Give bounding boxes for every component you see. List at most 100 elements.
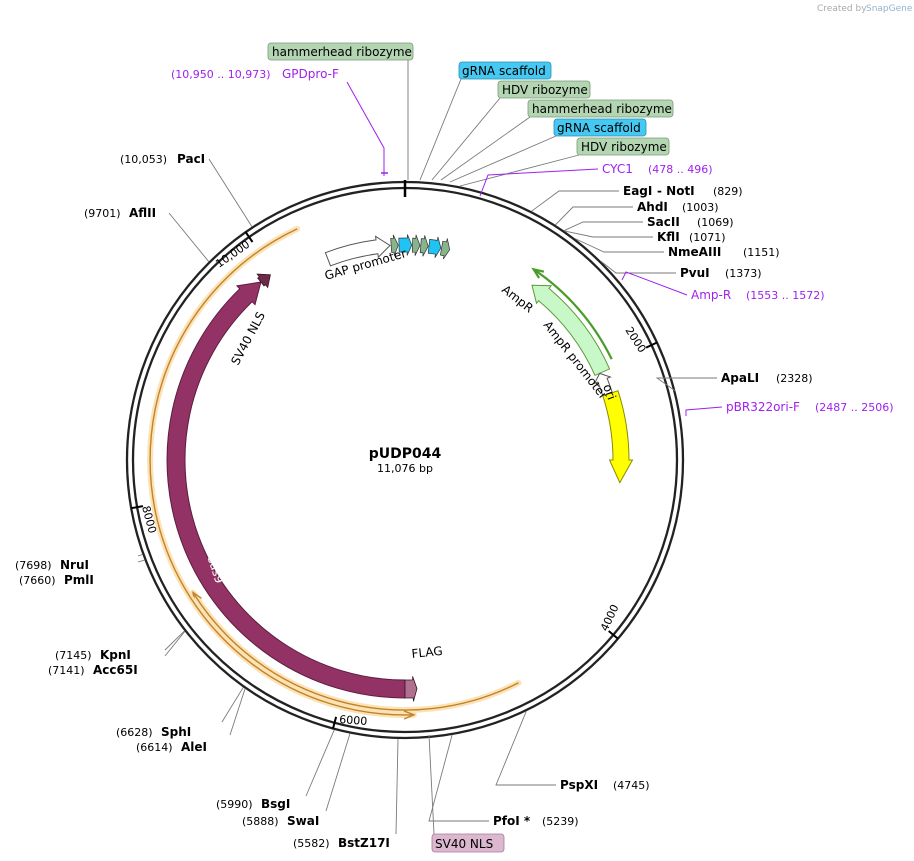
connector-paci xyxy=(208,158,253,227)
enzyme-position: (2328) xyxy=(776,372,813,385)
enzyme-sacii[interactable]: SacII (1069) xyxy=(647,215,734,229)
ampr-arrow xyxy=(531,284,611,377)
credit-brand: SnapGene xyxy=(866,4,913,14)
orf-arc-left-head xyxy=(403,710,416,720)
connector-primer-amp-r xyxy=(621,271,688,296)
enzyme-name: AleI xyxy=(181,740,207,754)
primer-name: pBR322ori-F xyxy=(726,400,800,414)
primer-position: (1553 .. 1572) xyxy=(746,289,825,302)
enzyme-position: (1373) xyxy=(725,267,762,280)
scale-ticks xyxy=(131,231,658,729)
enzyme-bsgi[interactable]: (5990) BsgI xyxy=(216,797,290,811)
connector-aflii xyxy=(168,212,210,262)
enzyme-position: (7145) xyxy=(55,649,92,662)
connector-nmeaiii xyxy=(574,237,664,253)
enzyme-name: KpnI xyxy=(100,648,131,662)
enzyme-pvui[interactable]: PvuI (1373) xyxy=(680,266,762,280)
primer-cyc1[interactable]: CYC1 (478 .. 496) xyxy=(602,162,713,176)
connector-sacii xyxy=(563,221,643,232)
enzyme-kpni[interactable]: (7145) KpnI xyxy=(55,648,131,662)
enzyme-apali[interactable]: ApaLI (2328) xyxy=(721,371,813,385)
feature-label-ori: ori xyxy=(600,382,618,401)
orf-arc-left xyxy=(149,228,414,716)
label-connectors xyxy=(137,60,723,835)
connector-ahdi xyxy=(554,206,633,226)
grna-scaffold-arrow-1 xyxy=(398,234,413,256)
primer-position: (10,950 .. 10,973) xyxy=(171,68,271,81)
enzyme-name: PfoI * xyxy=(493,814,531,828)
enzyme-ahdi[interactable]: AhdI (1003) xyxy=(637,200,719,214)
enzyme-name: Acc65I xyxy=(93,663,138,677)
enzyme-position: (1069) xyxy=(697,216,734,229)
connector-primer-gpdpro-f xyxy=(346,81,385,176)
enzyme-position: (5582) xyxy=(293,837,330,850)
label-box-text: hammerhead ribozyme xyxy=(272,45,412,59)
connector-label-box-2 xyxy=(431,97,501,181)
ampr-orf-arc-head xyxy=(531,267,545,279)
connector-label-box-3 xyxy=(440,116,531,181)
enzyme-position: (7660) xyxy=(19,574,56,587)
label-box-text: HDV ribozyme xyxy=(581,140,667,154)
hammerhead-arrow-2 xyxy=(419,235,429,257)
enzyme-position: (4745) xyxy=(613,779,650,792)
enzyme-alei[interactable]: (6614) AleI xyxy=(136,740,207,754)
enzyme-swai[interactable]: (5888) SwaI xyxy=(242,814,319,828)
label-box-sv40-nls[interactable]: SV40 NLS xyxy=(431,833,505,853)
enzyme-name: ApaLI xyxy=(721,371,759,385)
enzyme-name: AflII xyxy=(129,206,156,220)
enzyme-position: (829) xyxy=(713,185,743,198)
enzyme-aflii[interactable]: (9701) AflII xyxy=(84,206,156,220)
label-box-text: gRNA scaffold xyxy=(557,121,641,135)
enzyme-kfli[interactable]: KflI (1071) xyxy=(657,230,726,244)
enzyme-acc65i[interactable]: (7141) Acc65I xyxy=(48,663,138,677)
enzyme-position: (6614) xyxy=(136,741,173,754)
enzyme-pfoi[interactable]: PfoI * (5239) xyxy=(493,814,579,828)
enzyme-bstz17i[interactable]: (5582) BstZ17I xyxy=(293,836,390,850)
enzyme-position: (1003) xyxy=(682,201,719,214)
enzyme-name: AhdI xyxy=(637,200,668,214)
hammerhead-arrow-1 xyxy=(390,234,399,256)
plasmid-name: pUDP044 xyxy=(369,446,442,462)
ori-arrow xyxy=(602,390,634,484)
gap-promoter-arrow xyxy=(324,235,391,267)
ampr-orf-arc xyxy=(532,268,613,360)
label-box-text: gRNA scaffold xyxy=(462,64,546,78)
tick-label-6000: 6000 xyxy=(339,713,368,728)
enzyme-name: PvuI xyxy=(680,266,710,280)
cas9-arrow xyxy=(166,281,406,699)
enzyme-pspxi[interactable]: PspXI (4745) xyxy=(560,778,650,792)
grna-scaffold-arrow-2 xyxy=(427,236,442,258)
tick-10000 xyxy=(244,231,254,243)
enzyme-position: (7141) xyxy=(48,664,85,677)
enzyme-nrui[interactable]: (7698) NruI xyxy=(15,558,89,572)
enzyme-position: (5990) xyxy=(216,798,253,811)
label-box-hdv-ribozyme-1[interactable]: HDV ribozyme xyxy=(497,80,591,99)
enzyme-nmeaiii[interactable]: NmeAIII (1151) xyxy=(668,245,780,259)
enzyme-paci[interactable]: (10,053) PacI xyxy=(120,152,205,166)
enzyme-name: SwaI xyxy=(287,814,319,828)
connector-pvui xyxy=(600,261,676,274)
orf-arc-right xyxy=(192,592,519,711)
primer-gpdpro-f[interactable]: (10,950 .. 10,973) GPDpro-F xyxy=(171,67,339,81)
enzyme-position: (5239) xyxy=(542,815,579,828)
label-box-hammerhead-2[interactable]: hammerhead ribozyme xyxy=(527,99,674,118)
enzyme-pmli[interactable]: (7660) PmlI xyxy=(19,573,94,587)
primer-amp-r[interactable]: Amp-R (1553 .. 1572) xyxy=(691,288,825,302)
label-box-grna-scaffold-2[interactable]: gRNA scaffold xyxy=(553,118,647,137)
enzyme-eagi-noti[interactable]: EagI - NotI (829) xyxy=(623,184,743,198)
enzyme-position: (6628) xyxy=(116,726,153,739)
primer-position: (478 .. 496) xyxy=(648,163,713,176)
feature-arrows xyxy=(147,225,634,720)
connector-label-box-1 xyxy=(419,78,462,181)
connector-alei xyxy=(229,688,246,736)
enzyme-name: SphI xyxy=(161,725,191,739)
label-box-grna-scaffold-1[interactable]: gRNA scaffold xyxy=(458,61,552,80)
primer-pbr322ori-f[interactable]: pBR322ori-F (2487 .. 2506) xyxy=(726,400,894,414)
enzyme-sphi[interactable]: (6628) SphI xyxy=(116,725,191,739)
connector-sphi xyxy=(221,687,244,723)
label-box-hdv-ribozyme-2[interactable]: HDV ribozyme xyxy=(576,137,670,156)
connector-label-box-4 xyxy=(449,135,557,183)
label-box-hammerhead-1[interactable]: hammerhead ribozyme xyxy=(267,42,414,61)
enzyme-position: (1071) xyxy=(689,231,726,244)
